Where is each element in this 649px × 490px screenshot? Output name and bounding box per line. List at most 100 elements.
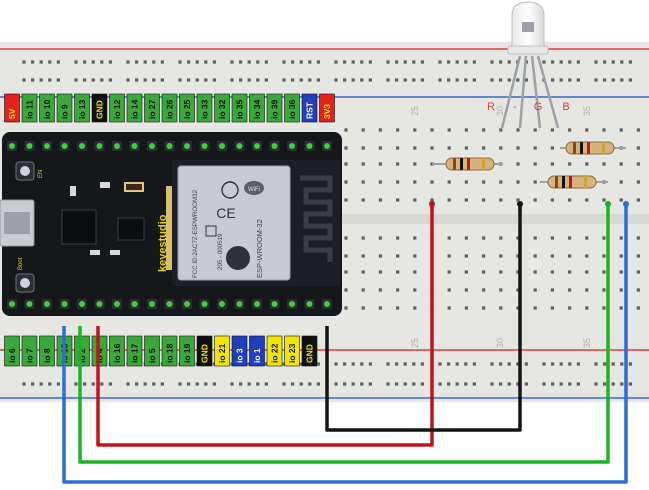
breadboard-hole	[636, 198, 640, 202]
main-chip	[61, 209, 97, 245]
breadboard-hole	[550, 254, 554, 258]
breadboard-hole	[533, 270, 537, 274]
top-pin-label-io-12: io 12	[112, 99, 122, 119]
header-pad	[79, 301, 85, 307]
breadboard-hole	[430, 128, 434, 132]
bottom-pin-label-io-23: io 23	[287, 343, 297, 363]
breadboard-hole	[464, 236, 468, 240]
breadboard-hole	[56, 382, 60, 386]
breadboard-hole	[516, 382, 520, 386]
breadboard-hole	[585, 162, 589, 166]
breadboard-hole	[334, 60, 338, 64]
breadboard-hole	[499, 362, 503, 366]
resistor-green-channel[interactable]	[540, 175, 608, 189]
regulator-chip	[117, 217, 145, 241]
breadboard-hole	[490, 362, 494, 366]
breadboard-hole	[413, 306, 417, 310]
breadboard-hole	[351, 362, 355, 366]
breadboard-hole	[499, 198, 503, 202]
header-pad	[26, 143, 33, 149]
smd-resistor-3	[110, 250, 120, 255]
breadboard-hole	[516, 162, 520, 166]
breadboard-hole	[239, 382, 243, 386]
breadboard-hole	[472, 78, 476, 82]
breadboard-hole	[628, 382, 632, 386]
breadboard-hole	[135, 382, 139, 386]
breadboard-hole	[464, 146, 468, 150]
top-pin-label-io-39: io 39	[270, 99, 280, 119]
blue-wire[interactable]	[62, 204, 628, 484]
red-wire[interactable]	[96, 204, 434, 447]
en-button-cap-icon	[20, 166, 30, 176]
breadboard-hole	[396, 198, 400, 202]
breadboard-hole	[239, 78, 243, 82]
green-wire[interactable]	[78, 204, 610, 464]
breadboard-hole	[187, 382, 191, 386]
breadboard-hole	[396, 254, 400, 258]
breadboard-hole	[438, 362, 442, 366]
breadboard-hole	[482, 180, 486, 184]
breadboard-hole	[344, 162, 348, 166]
breadboard-hole	[550, 270, 554, 274]
breadboard-hole	[568, 236, 572, 240]
rgb-led[interactable]: R - G B	[487, 1, 570, 129]
breadboard-hole	[368, 60, 372, 64]
header-pad	[271, 143, 278, 149]
breadboard-hole	[559, 60, 563, 64]
breadboard-hole	[602, 288, 606, 292]
breadboard-hole	[620, 78, 624, 82]
ce-mark: CE	[216, 205, 235, 221]
header-pad	[254, 301, 260, 307]
breadboard-hole	[343, 362, 347, 366]
breadboard-hole	[386, 78, 390, 82]
breadboard-hole	[83, 60, 87, 64]
breadboard-hole	[178, 78, 182, 82]
breadboard-hole	[413, 270, 417, 274]
breadboard-hole	[568, 78, 572, 82]
breadboard-hole	[420, 362, 424, 366]
breadboard-hole	[360, 382, 364, 386]
breadboard-hole	[482, 270, 486, 274]
breadboard-hole	[395, 60, 399, 64]
top-pin-label-io-36: io 36	[287, 99, 297, 119]
breadboard-hole	[360, 60, 364, 64]
breadboard-hole	[378, 306, 382, 310]
breadboard-hole	[499, 146, 503, 150]
breadboard-hole	[264, 382, 268, 386]
col-label-bottom-25: 25	[410, 338, 420, 348]
resistor-red-channel[interactable]	[432, 157, 502, 171]
top-pin-tag-rst	[301, 93, 318, 123]
breadboard-hole	[108, 78, 112, 82]
breadboard-hole	[48, 60, 52, 64]
breadboard-hole	[636, 162, 640, 166]
header-pad	[324, 301, 330, 307]
breadboard-hole	[576, 78, 580, 82]
breadboard-hole	[56, 60, 60, 64]
wroom-fcc-id: FCC ID:2AC7Z-ESPWROOM32	[192, 189, 199, 278]
led-leg-gnd	[518, 55, 528, 129]
col-label-top-30: 30	[495, 106, 505, 116]
breadboard-hole	[516, 180, 520, 184]
breadboard-hole	[542, 362, 546, 366]
top-pin-label-gnd: GND	[95, 100, 105, 119]
breadboard-hole	[585, 254, 589, 258]
bottom-pin-tag-io-23	[284, 335, 300, 367]
resistor-blue-channel[interactable]	[560, 141, 626, 155]
breadboard-hole	[533, 254, 537, 258]
breadboard-hole	[533, 288, 537, 292]
pcb-antenna	[300, 175, 333, 262]
breadboard-hole	[344, 288, 348, 292]
breadboard-hole	[361, 146, 365, 150]
led-leg-g	[530, 55, 542, 129]
black-wire[interactable]	[325, 204, 522, 432]
breadboard-hole	[542, 382, 546, 386]
top-pin-label-io-35: io 35	[235, 99, 245, 119]
breadboard-hole	[602, 270, 606, 274]
breadboard-hole	[48, 78, 52, 82]
certification-box-icon	[205, 225, 217, 237]
breadboard-hole	[247, 382, 251, 386]
smd-component-2	[126, 184, 142, 190]
breadboard-hole	[568, 306, 572, 310]
breadboard-hole	[499, 270, 503, 274]
red-wire-end	[429, 201, 435, 207]
